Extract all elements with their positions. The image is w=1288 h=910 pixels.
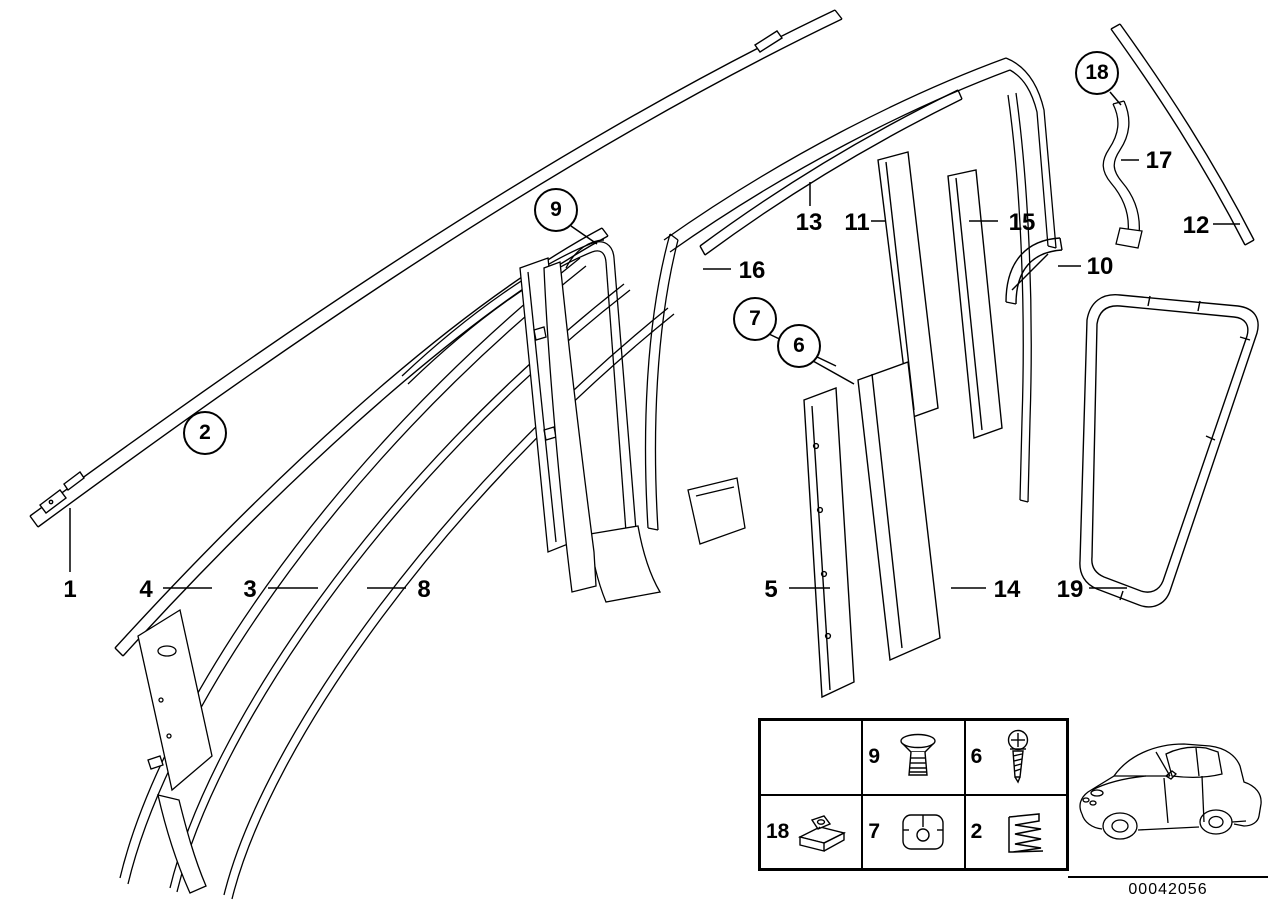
part-19-quarter-window-seal <box>1079 294 1259 608</box>
callout-5[interactable]: 5 <box>764 576 778 603</box>
legend-label-2: 2 <box>970 819 983 843</box>
spring-clip-icon <box>1007 812 1043 853</box>
callout-13[interactable]: 13 <box>795 209 823 236</box>
part-17-18-bracket <box>1102 100 1143 249</box>
callout-2[interactable]: 2 <box>183 411 227 455</box>
callout-1[interactable]: 1 <box>63 576 77 603</box>
callout-19[interactable]: 19 <box>1056 576 1084 603</box>
callout-16[interactable]: 16 <box>738 257 766 284</box>
callout-18[interactable]: 18 <box>1075 51 1119 95</box>
callout-11[interactable]: 11 <box>844 209 870 236</box>
doc-number-divider <box>1068 876 1268 878</box>
expanding-rivet-icon <box>900 734 937 776</box>
part-bpillar-covers <box>519 257 597 593</box>
legend-cell-18[interactable]: 18 <box>760 794 863 869</box>
callout-3[interactable]: 3 <box>243 576 257 603</box>
fastener-legend-table: 9 6 18 <box>758 718 1069 871</box>
part-5-pillar-strip <box>803 387 855 699</box>
callout-12[interactable]: 12 <box>1182 212 1210 239</box>
legend-cell-6[interactable]: 6 <box>964 720 1067 795</box>
legend-cell-7[interactable]: 7 <box>862 794 965 869</box>
legend-cell-empty[interactable] <box>760 720 863 795</box>
legend-cell-9[interactable]: 9 <box>862 720 965 795</box>
callout-4[interactable]: 4 <box>139 576 153 603</box>
vehicle-thumbnail <box>1079 743 1262 840</box>
legend-cell-2[interactable]: 2 <box>964 794 1067 869</box>
part-front-door-window-frame <box>401 239 662 603</box>
doc-number: 00042056 <box>1128 881 1208 898</box>
part-apillar-covers <box>137 608 213 894</box>
part-rear-door-window-frame <box>644 57 1057 545</box>
legend-label-6: 6 <box>970 745 983 769</box>
leader-lines <box>69 91 1240 589</box>
legend-label-7: 7 <box>868 819 881 843</box>
callout-8[interactable]: 8 <box>417 576 431 603</box>
callout-7[interactable]: 7 <box>733 297 777 341</box>
part-13-roof-finisher <box>699 89 963 256</box>
part-10-corner-channel <box>1005 237 1063 305</box>
trim-clip-icon <box>902 814 945 850</box>
part-12-strip <box>1110 23 1255 246</box>
screw-icon <box>1007 730 1028 784</box>
legend-label-18: 18 <box>766 819 790 843</box>
callout-9[interactable]: 9 <box>534 188 578 232</box>
callout-14[interactable]: 14 <box>993 576 1021 603</box>
callout-10[interactable]: 10 <box>1086 253 1114 280</box>
part-14-pillar-strip <box>857 361 941 662</box>
part-roof-drip-molding <box>29 9 843 528</box>
sheet-metal-clamp-icon <box>797 814 847 852</box>
callout-17[interactable]: 17 <box>1145 147 1173 174</box>
legend-label-9: 9 <box>868 745 881 769</box>
callout-15[interactable]: 15 <box>1008 209 1036 236</box>
callout-6[interactable]: 6 <box>777 324 821 368</box>
part-15-bpillar-strip <box>947 169 1003 439</box>
